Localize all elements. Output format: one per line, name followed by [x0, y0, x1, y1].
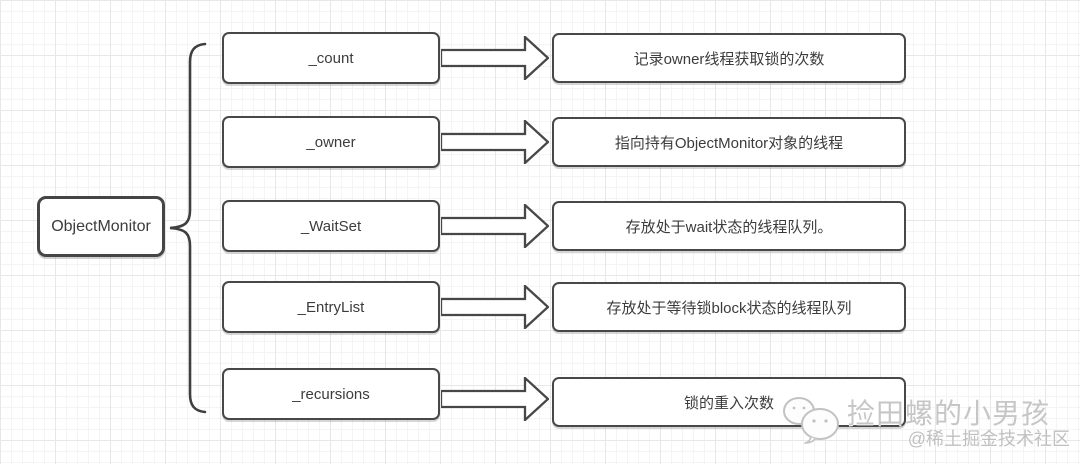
block-arrow-icon — [441, 377, 549, 421]
root-node-label: ObjectMonitor — [51, 217, 151, 235]
diagram-row-count: _count 记录owner线程获取锁的次数 — [222, 32, 906, 84]
desc-box-entrylist: 存放处于等待锁block状态的线程队列 — [552, 282, 906, 332]
block-arrow-icon — [441, 285, 549, 329]
field-box-owner: _owner — [222, 116, 440, 168]
diagram-row-waitset: _WaitSet 存放处于wait状态的线程队列。 — [222, 200, 906, 252]
desc-label: 指向持有ObjectMonitor对象的线程 — [614, 134, 844, 152]
watermark-community: @稀土掘金技术社区 — [907, 429, 1070, 449]
root-node-objectmonitor: ObjectMonitor — [37, 196, 165, 257]
block-arrow-icon — [441, 36, 549, 80]
block-arrow-icon — [441, 120, 549, 164]
desc-label: 记录owner线程获取锁的次数 — [633, 50, 825, 68]
desc-box-waitset: 存放处于wait状态的线程队列。 — [552, 201, 906, 251]
field-label: _recursions — [292, 385, 370, 403]
desc-label: 存放处于wait状态的线程队列。 — [625, 218, 833, 236]
diagram-row-entrylist: _EntryList 存放处于等待锁block状态的线程队列 — [222, 281, 906, 333]
field-box-entrylist: _EntryList — [222, 281, 440, 333]
field-box-count: _count — [222, 32, 440, 84]
field-label: _count — [308, 49, 354, 67]
field-box-waitset: _WaitSet — [222, 200, 440, 252]
desc-label: 存放处于等待锁block状态的线程队列 — [606, 299, 852, 317]
field-box-recursions: _recursions — [222, 368, 440, 420]
curly-brace — [169, 42, 207, 414]
diagram-row-recursions: _recursions 锁的重入次数 — [222, 368, 906, 427]
block-arrow-icon — [441, 204, 549, 248]
field-label: _owner — [306, 133, 356, 151]
field-label: _WaitSet — [300, 217, 362, 235]
desc-box-count: 记录owner线程获取锁的次数 — [552, 33, 906, 83]
desc-box-recursions: 锁的重入次数 — [552, 377, 906, 427]
diagram-row-owner: _owner 指向持有ObjectMonitor对象的线程 — [222, 116, 906, 168]
desc-box-owner: 指向持有ObjectMonitor对象的线程 — [552, 117, 906, 167]
field-label: _EntryList — [297, 298, 365, 316]
desc-label: 锁的重入次数 — [683, 394, 774, 412]
